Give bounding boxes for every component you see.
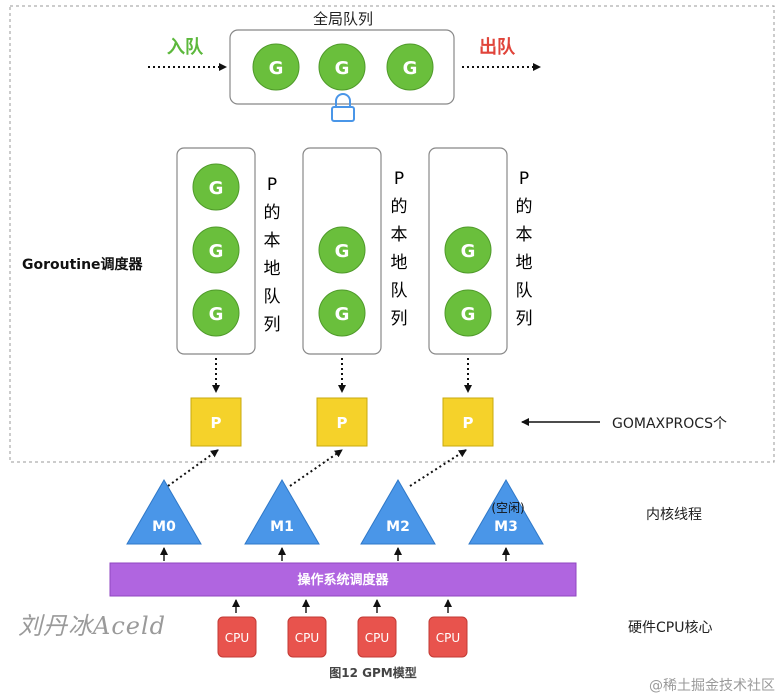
local-queue-goroutine: G — [192, 289, 240, 337]
gomaxprocs-label: GOMAXPROCS个 — [612, 416, 727, 432]
svg-text:G: G — [209, 304, 224, 325]
thread-to-processor-arrow — [409, 449, 467, 487]
local-queue-label: P 的 本 地 队 列 — [264, 175, 281, 335]
local-queue-label: P 的 本 地 队 列 — [391, 169, 408, 329]
svg-text:地: 地 — [264, 259, 281, 279]
svg-text:队: 队 — [391, 281, 408, 301]
global-queue-goroutine: G — [318, 43, 366, 91]
svg-text:M1: M1 — [270, 519, 294, 535]
svg-text:地: 地 — [391, 253, 408, 273]
svg-text:P: P — [267, 175, 277, 195]
global-queue-title: 全局队列 — [313, 10, 373, 28]
svg-text:本: 本 — [391, 225, 408, 245]
local-queue-goroutine: G — [192, 163, 240, 211]
svg-text:M2: M2 — [386, 519, 410, 535]
global-queue-goroutine: G — [386, 43, 434, 91]
svg-text:G: G — [209, 178, 224, 199]
thread: M1 — [244, 479, 320, 545]
thread-to-processor-arrow — [289, 449, 343, 487]
svg-text:P: P — [337, 414, 348, 432]
hardware-label: 硬件CPU核心 — [628, 620, 712, 636]
processor: P — [316, 397, 368, 447]
svg-text:CPU: CPU — [436, 631, 460, 645]
svg-text:G: G — [269, 58, 284, 79]
cpu-core: CPU — [428, 616, 468, 658]
watermark: @稀土掘金技术社区 — [649, 678, 775, 694]
kernel-thread-label: 内核线程 — [646, 507, 702, 523]
figure-caption: 图12 GPM模型 — [329, 665, 416, 680]
svg-text:操作系统调度器: 操作系统调度器 — [297, 572, 389, 588]
cpu-core: CPU — [357, 616, 397, 658]
cpu-core: CPU — [287, 616, 327, 658]
dequeue-label: 出队 — [479, 36, 516, 58]
svg-text:M3: M3 — [494, 519, 518, 535]
local-queue-goroutine: G — [318, 289, 366, 337]
svg-text:(空闲): (空闲) — [491, 501, 524, 515]
scheduler-label: Goroutine调度器 — [22, 256, 144, 273]
os-scheduler-bar: 操作系统调度器 — [109, 562, 577, 597]
global-queue-goroutine: G — [252, 43, 300, 91]
svg-text:M0: M0 — [152, 519, 176, 535]
processor: P — [442, 397, 494, 447]
svg-text:CPU: CPU — [225, 631, 249, 645]
svg-text:P: P — [519, 169, 529, 189]
local-queue-goroutine: G — [444, 289, 492, 337]
processor: P — [190, 397, 242, 447]
enqueue-label: 入队 — [167, 36, 204, 58]
svg-text:本: 本 — [516, 225, 533, 245]
svg-text:G: G — [209, 241, 224, 262]
svg-text:队: 队 — [516, 281, 533, 301]
thread: M0 — [126, 479, 202, 545]
svg-text:G: G — [403, 58, 418, 79]
svg-text:P: P — [211, 414, 222, 432]
svg-text:G: G — [335, 58, 350, 79]
svg-text:P: P — [463, 414, 474, 432]
cpu-core: CPU — [217, 616, 257, 658]
author-signature: 刘丹冰Aceld — [18, 612, 166, 640]
svg-text:CPU: CPU — [295, 631, 319, 645]
svg-text:G: G — [335, 304, 350, 325]
svg-text:的: 的 — [516, 197, 533, 217]
lock-icon — [331, 93, 355, 122]
thread-to-processor-arrow — [167, 449, 219, 487]
svg-text:G: G — [335, 241, 350, 262]
svg-text:的: 的 — [264, 203, 281, 223]
svg-text:列: 列 — [516, 309, 533, 329]
svg-text:本: 本 — [264, 231, 281, 251]
svg-text:列: 列 — [391, 309, 408, 329]
local-queue-goroutine: G — [192, 226, 240, 274]
local-queue-goroutine: G — [318, 226, 366, 274]
svg-text:CPU: CPU — [365, 631, 389, 645]
thread: M2 — [360, 479, 436, 545]
local-queue-goroutine: G — [444, 226, 492, 274]
svg-text:的: 的 — [391, 197, 408, 217]
local-queue-label: P 的 本 地 队 列 — [516, 169, 533, 329]
svg-text:G: G — [461, 241, 476, 262]
svg-text:P: P — [394, 169, 404, 189]
svg-text:队: 队 — [264, 287, 281, 307]
svg-text:地: 地 — [516, 253, 533, 273]
scheduler-boundary — [9, 5, 775, 463]
svg-text:G: G — [461, 304, 476, 325]
svg-text:列: 列 — [264, 315, 281, 335]
thread-idle: (空闲) M3 — [468, 479, 544, 545]
